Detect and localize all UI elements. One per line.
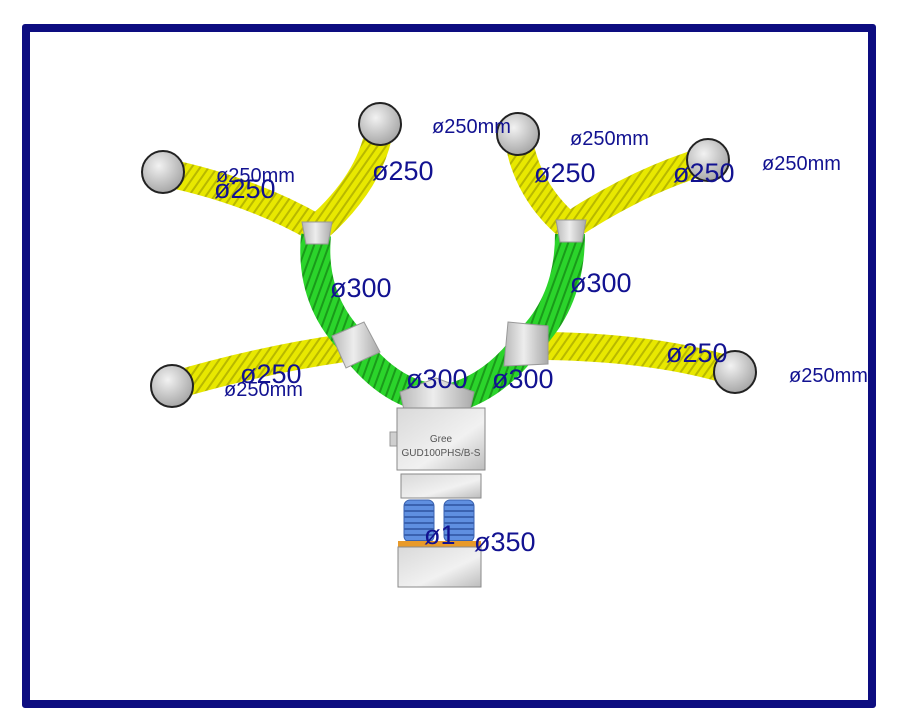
label-connector-dia: ø1: [424, 520, 456, 550]
unit-brand: Gree: [430, 434, 453, 445]
label-return-dia: ø350: [474, 527, 536, 557]
label-top-mid-left-dia: ø250: [372, 156, 434, 186]
unit-lower-section: [400, 473, 482, 499]
unit-model: GUD100PHS/B-S: [402, 448, 481, 459]
label-bottom-right-dia: ø250: [666, 338, 728, 368]
label-right-main-dia: ø300: [570, 268, 632, 298]
label-far-right-mm: ø250mm: [762, 153, 841, 175]
indoor-unit: Gree GUD100PHS/B-S: [389, 407, 486, 588]
outlets: [141, 102, 757, 408]
label-top-left-dia: ø250: [214, 174, 276, 204]
unit-body: [396, 407, 486, 471]
round-diffuser-icon: [150, 364, 194, 408]
round-diffuser-icon: [713, 350, 757, 394]
label-bottom-right-mm: ø250mm: [789, 365, 868, 387]
dimension-labels: ø250mm ø250 ø250 ø250mm ø250mm ø250 ø250…: [214, 116, 868, 557]
round-diffuser-icon: [496, 112, 540, 156]
round-diffuser-icon: [141, 150, 185, 194]
label-top-right-mm: ø250mm: [570, 128, 649, 150]
label-center-left-dia: ø300: [406, 364, 468, 394]
label-top-mid-right-dia: ø250: [534, 158, 596, 188]
diagram-frame: [22, 24, 876, 708]
label-center-right-dia: ø300: [492, 364, 554, 394]
duct-main-right: [519, 233, 585, 351]
label-bottom-left-mm: ø250mm: [224, 379, 303, 401]
return-plenum: [397, 546, 482, 588]
base-strip: [398, 541, 481, 547]
round-diffuser-icon: [686, 138, 730, 182]
label-left-main-dia: ø300: [330, 273, 392, 303]
label-top-left-mm: ø250mm: [216, 165, 295, 187]
label-bottom-left-dia: ø250: [240, 359, 302, 389]
label-top-mid-mm: ø250mm: [432, 116, 511, 138]
round-diffuser-icon: [358, 102, 402, 146]
y-branch-fitting-icon: [301, 219, 587, 411]
label-top-right-dia: ø250: [673, 158, 735, 188]
